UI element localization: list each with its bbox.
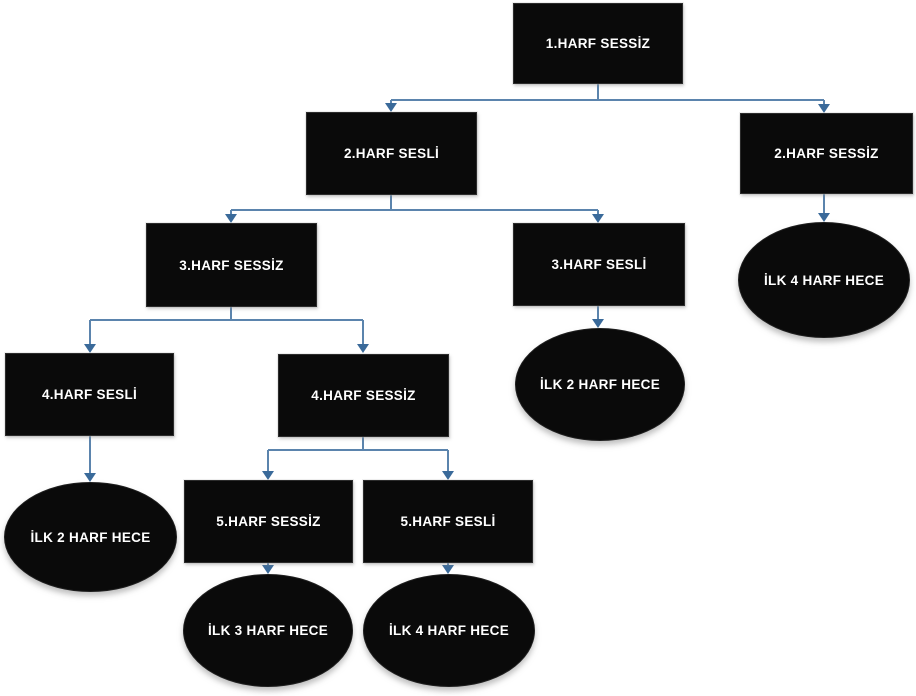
arrowhead-down-icon [225,214,237,223]
flow-node-2-harf-sessiz: 2.HARF SESSİZ [740,113,913,194]
node-label: İLK 3 HARF HECE [207,623,328,638]
flow-node-5-harf-sessiz: 5.HARF SESSİZ [184,480,353,563]
node-label: 5.HARF SESSİZ [216,514,321,529]
flow-node-ilk-3-harf-hece: İLK 3 HARF HECE [183,574,353,687]
arrowhead-down-icon [442,565,454,574]
flow-node-3-harf-sessiz: 3.HARF SESSİZ [146,223,317,307]
arrowhead-down-icon [592,214,604,223]
arrowhead-down-icon [84,473,96,482]
node-label: 5.HARF SESLİ [400,514,496,529]
node-label: İLK 2 HARF HECE [30,529,151,545]
node-label: 3.HARF SESLİ [551,257,647,272]
node-label: 2.HARF SESLİ [343,146,440,161]
node-label: İLK 2 HARF HECE [539,377,660,392]
arrowhead-down-icon [592,319,604,328]
flow-node-4-harf-sessiz: 4.HARF SESSİZ [278,354,449,437]
arrowhead-down-icon [818,213,830,222]
node-label: 4.HARF SESSİZ [311,388,416,403]
arrowhead-down-icon [818,104,830,113]
node-label: İLK 4 HARF HECE [388,623,509,638]
flow-node-ilk-4-harf-hece-right: İLK 4 HARF HECE [738,222,910,338]
flow-node-1-harf-sessiz: 1.HARF SESSİZ [513,3,683,84]
node-label: İLK 4 HARF HECE [763,272,884,288]
arrowhead-down-icon [262,471,274,480]
flow-node-2-harf-sesli: 2.HARF SESLİ [306,112,477,195]
node-label: 3.HARF SESSİZ [179,257,284,273]
node-label: 4.HARF SESLİ [41,387,138,402]
arrowhead-down-icon [84,344,96,353]
flow-node-ilk-2-harf-hece-left: İLK 2 HARF HECE [4,482,177,592]
arrowhead-down-icon [262,565,274,574]
arrowhead-down-icon [442,471,454,480]
flow-node-ilk-4-harf-hece-bottom: İLK 4 HARF HECE [363,574,535,687]
node-label: 2.HARF SESSİZ [774,146,879,161]
flow-node-ilk-2-harf-hece-mid: İLK 2 HARF HECE [515,328,685,441]
flow-node-5-harf-sesli: 5.HARF SESLİ [363,480,533,563]
arrowhead-down-icon [385,103,397,112]
flow-node-4-harf-sesli: 4.HARF SESLİ [5,353,174,436]
arrowhead-down-icon [357,344,369,353]
node-label: 1.HARF SESSİZ [545,36,651,51]
flow-node-3-harf-sesli: 3.HARF SESLİ [513,223,685,306]
